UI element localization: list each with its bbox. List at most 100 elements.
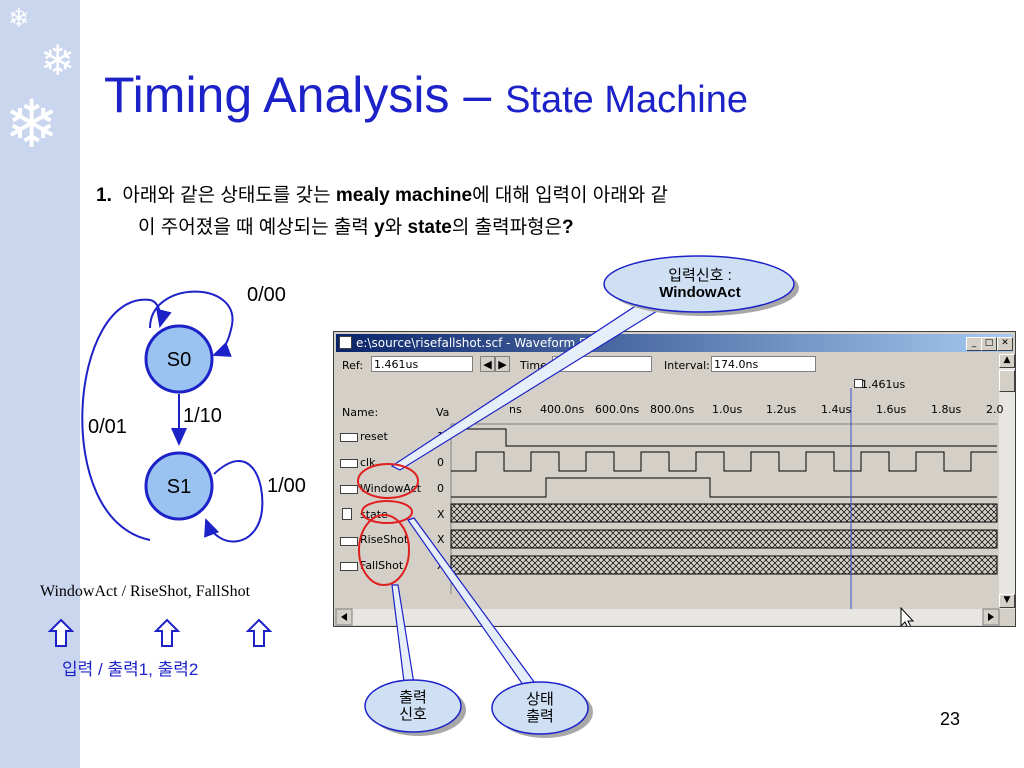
ref-next-button[interactable]: ▶ — [495, 356, 510, 372]
scroll-down-button[interactable]: ▼ — [999, 594, 1015, 608]
question-text: 와 — [384, 217, 408, 238]
up-arrow-icon — [154, 618, 180, 647]
callout-output-bubble — [364, 679, 462, 733]
callout-pointer-input — [390, 302, 667, 471]
waveform-reset — [451, 428, 997, 447]
snowflake-icon: ❄ — [4, 86, 60, 163]
waveform-windowact — [451, 477, 997, 498]
highlight-ring-state — [361, 500, 413, 524]
horizontal-scrollbar[interactable] — [336, 609, 999, 625]
sidebar-decoration: ❄ ❄ ❄ — [0, 0, 80, 768]
label-loop-s1: 1/00 — [267, 475, 306, 497]
signal-name-riseshot[interactable]: RiseShot — [360, 533, 409, 546]
ref-field[interactable]: 1.461us — [371, 356, 473, 372]
output-pin-icon — [340, 537, 358, 546]
time-tick: 1.0us — [712, 403, 743, 416]
time-tick: 1.4us — [821, 403, 852, 416]
label-s0-to-s1: 1/10 — [183, 405, 222, 427]
label-loop-s0: 0/00 — [247, 284, 286, 306]
interval-label: Interval: — [664, 359, 710, 372]
title-subtitle: State Machine — [505, 79, 748, 121]
waveform-state — [450, 503, 998, 523]
waveform-riseshot — [450, 529, 998, 549]
up-arrow-icon — [48, 618, 74, 647]
value-column-header: Va — [436, 406, 450, 419]
input-pin-icon — [340, 485, 358, 494]
window-title: e:\source\risefallshot.scf - Waveform Ed — [356, 336, 595, 350]
node-icon — [342, 508, 352, 520]
callout-state-line2: 출력 — [526, 708, 554, 725]
question-text: 의 출력파형은 — [451, 217, 563, 238]
waveform-fallshot — [450, 555, 998, 575]
close-button[interactable]: ✕ — [997, 337, 1013, 351]
scroll-right-icon — [988, 613, 994, 621]
mouse-pointer-icon — [900, 606, 915, 626]
callout-pointer-state — [407, 517, 542, 693]
state-s0-label: S0 — [167, 349, 191, 371]
interval-field[interactable]: 174.0ns — [711, 356, 816, 372]
time-tick: 1.2us — [766, 403, 797, 416]
signal-value-riseshot: X — [437, 533, 445, 546]
input-pin-icon — [340, 433, 358, 442]
callout-pointer-output — [391, 584, 416, 691]
time-tick: 600.0ns — [595, 403, 640, 416]
state-s0-node — [144, 324, 214, 394]
highlight-ring-outputs — [358, 514, 410, 586]
legend-text: WindowAct / RiseShot, FallShot — [40, 583, 251, 600]
callout-state: 상태 출력 — [500, 687, 580, 729]
name-column-header: Name: — [342, 406, 379, 419]
waveform-editor-window[interactable]: e:\source\risefallshot.scf - Waveform Ed… — [333, 331, 1016, 627]
signal-value-state: X — [437, 508, 445, 521]
vertical-scrollbar[interactable]: ▲ ▼ — [999, 354, 1015, 609]
time-tick: ns — [509, 403, 522, 416]
time-tick: 2.0 — [986, 403, 1004, 416]
cursor-time: 1.461us — [861, 378, 906, 391]
signal-value-clk: 0 — [437, 456, 444, 469]
transition-loop-s1 — [204, 460, 264, 543]
time-tick: 400.0ns — [540, 403, 585, 416]
transition-loop-s0 — [149, 290, 234, 357]
callout-input-line2: WindowAct — [659, 284, 741, 301]
up-arrow-icon — [246, 618, 272, 647]
signal-name-windowact[interactable]: WindowAct — [360, 482, 422, 495]
question-bold: mealy machine — [335, 185, 473, 206]
waveform-plot[interactable] — [334, 332, 1015, 626]
callout-input-line1: 입력신호 : — [668, 267, 732, 284]
time-tick: 1.6us — [876, 403, 907, 416]
snowflake-icon: ❄ — [40, 36, 76, 85]
scroll-up-button[interactable]: ▲ — [999, 354, 1015, 368]
cursor-marker[interactable] — [854, 379, 863, 388]
waveform-clk — [451, 451, 997, 472]
label-s1-to-s0: 0/01 — [88, 416, 127, 438]
maximize-button[interactable]: □ — [981, 337, 997, 351]
callout-output-line2: 신호 — [399, 706, 427, 723]
question-number: 1. — [96, 185, 112, 206]
signal-value-windowact: 0 — [437, 482, 444, 495]
question-text: 에 대해 입력이 아래와 같 — [472, 185, 668, 206]
question-text: 아래와 같은 상태도를 갖는 — [122, 185, 336, 206]
time-tick: 1.8us — [931, 403, 962, 416]
question-bold: state — [407, 217, 452, 238]
window-titlebar[interactable]: e:\source\risefallshot.scf - Waveform Ed… — [336, 334, 1013, 352]
ref-label: Ref: — [342, 359, 364, 372]
input-pin-icon — [340, 459, 358, 468]
ref-prev-button[interactable]: ◀ — [480, 356, 495, 372]
highlight-ring-windowact — [357, 463, 419, 499]
question-bold: y — [374, 217, 385, 238]
slide-title: Timing Analysis – State Machine — [104, 66, 748, 124]
signal-name-fallshot[interactable]: FallShot — [360, 559, 404, 572]
output-pin-icon — [340, 562, 358, 571]
question-text: 이 주어졌을 때 예상되는 출력 — [138, 217, 375, 238]
slide-number: 23 — [940, 709, 961, 729]
callout-state-line1: 상태 — [526, 691, 554, 708]
callout-input-bubble — [603, 255, 795, 313]
question-line-2: 이 주어졌을 때 예상되는 출력 y와 state의 출력파형은? — [138, 212, 574, 239]
snowflake-icon: ❄ — [8, 4, 30, 34]
scroll-thumb[interactable] — [999, 370, 1015, 392]
question-bold: ? — [562, 217, 574, 238]
transition-s1-s0 — [81, 298, 172, 541]
callout-state-bubble — [491, 681, 589, 735]
signal-name-reset[interactable]: reset — [360, 430, 388, 443]
legend-korean: 입력 / 출력1, 출력2 — [62, 660, 199, 679]
